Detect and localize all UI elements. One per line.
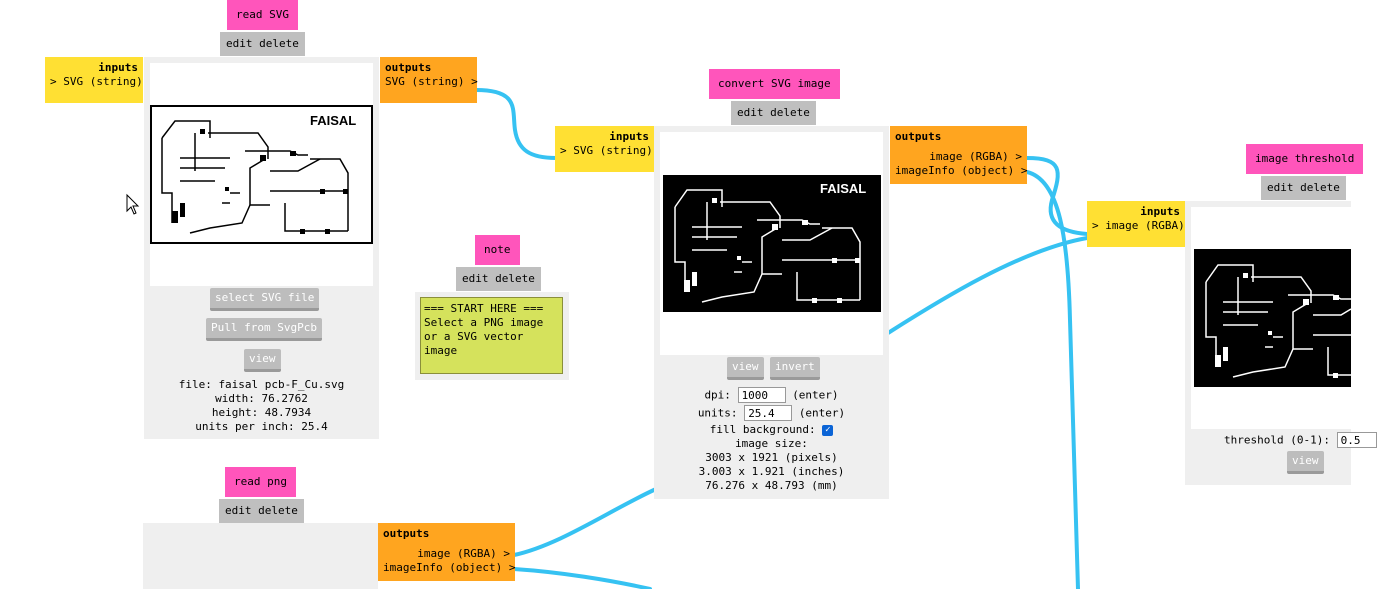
wire-png-image-to-convert [512, 487, 658, 557]
delete-button[interactable]: delete [770, 106, 810, 119]
image-threshold-title[interactable]: image threshold [1246, 144, 1364, 174]
delete-button[interactable]: delete [259, 37, 299, 50]
note-title[interactable]: note [475, 235, 520, 265]
units-row: units: (enter) [654, 405, 889, 423]
read-svg-title[interactable]: read SVG [227, 0, 298, 30]
note-text[interactable]: === START HERE === Select a PNG image or… [420, 297, 563, 374]
threshold-view-button[interactable]: view [1287, 451, 1324, 474]
edit-button[interactable]: edit [737, 106, 764, 119]
read-png-title[interactable]: read png [225, 467, 296, 497]
read-svg-edit-delete: edit delete [220, 32, 305, 56]
pull-from-svgpcb-button[interactable]: Pull from SvgPcb [206, 318, 322, 341]
svg-preview: FAISAL [150, 63, 373, 286]
convert-svg-edit-delete: edit delete [731, 101, 816, 125]
mouse-pointer-icon [126, 193, 140, 215]
threshold-input[interactable] [1336, 432, 1377, 448]
read-png-outputs: outputs image (RGBA) > imageInfo (object… [378, 523, 515, 581]
convert-svg-title[interactable]: convert SVG image [709, 69, 840, 99]
threshold-preview [1191, 207, 1352, 429]
input-port-image[interactable]: > image (RGBA) [1092, 219, 1185, 232]
pcb-label: FAISAL [820, 181, 866, 196]
pcb-label: FAISAL [310, 113, 356, 128]
select-svg-file-button[interactable]: select SVG file [210, 288, 320, 311]
fill-background-label: fill background: [709, 423, 816, 436]
threshold-edit-delete: edit delete [1261, 176, 1346, 200]
outputs-header: outputs [895, 130, 942, 143]
read-svg-outputs: outputs SVG (string) > [380, 57, 478, 103]
units-label: units: [697, 406, 738, 420]
output-port-image[interactable]: image (RGBA) > [417, 547, 510, 560]
pcb-preview-image: FAISAL [150, 105, 373, 244]
converted-image-preview: FAISAL [660, 132, 883, 355]
read-svg-file-info: file: faisal pcb-F_Cu.svg width: 76.2762… [144, 378, 379, 434]
pcb-raster-image: FAISAL [663, 175, 881, 312]
threshold-row: threshold (0-1): [1224, 432, 1377, 449]
image-size-inches: 3.003 x 1.921 (inches) [698, 465, 845, 478]
convert-settings: dpi: (enter) units: (enter) fill backgro… [654, 387, 889, 493]
wire-image-to-threshold [1025, 156, 1089, 236]
threshold-label: threshold (0-1): [1224, 433, 1330, 447]
convert-svg-inputs: inputs > SVG (string) [555, 126, 654, 172]
threshold-inputs: inputs > image (RGBA) [1087, 201, 1185, 247]
note-edit-delete: edit delete [456, 267, 541, 291]
edit-button[interactable]: edit [226, 37, 253, 50]
wire-png-to-threshold [886, 236, 1089, 335]
convert-svg-outputs: outputs image (RGBA) > imageInfo (object… [890, 126, 1027, 184]
read-png-edit-delete: edit delete [219, 499, 304, 523]
output-port-image[interactable]: image (RGBA) > [929, 150, 1022, 163]
units-input[interactable] [744, 405, 793, 421]
dpi-row: dpi: (enter) [654, 387, 889, 405]
output-port-imageinfo[interactable]: imageInfo (object) > [895, 164, 1028, 177]
inputs-header: inputs [609, 130, 649, 143]
image-size-mm: 76.276 x 48.793 (mm) [705, 479, 838, 492]
delete-button[interactable]: delete [495, 272, 535, 285]
delete-button[interactable]: delete [258, 504, 298, 517]
input-port-svg[interactable]: > SVG (string) [50, 75, 143, 88]
edit-button[interactable]: edit [225, 504, 252, 517]
inputs-header: inputs [98, 61, 138, 74]
dpi-input[interactable] [737, 387, 786, 403]
wire-svg-to-convert [474, 88, 558, 160]
outputs-header: outputs [385, 61, 432, 74]
edit-button[interactable]: edit [462, 272, 489, 285]
read-png-panel [143, 523, 378, 589]
output-port-svg[interactable]: SVG (string) > [385, 75, 478, 88]
wire-png-info-down [512, 567, 652, 589]
file-height: height: 48.7934 [211, 406, 312, 419]
units-enter-hint: (enter) [798, 406, 846, 420]
image-size-pixels: 3003 x 1921 (pixels) [705, 451, 838, 464]
convert-view-button[interactable]: view [727, 357, 764, 380]
delete-button[interactable]: delete [1300, 181, 1340, 194]
wire-imageinfo-down [1025, 170, 1080, 589]
file-name: file: faisal pcb-F_Cu.svg [178, 378, 345, 391]
invert-button[interactable]: invert [770, 357, 820, 380]
image-size-header: image size: [735, 437, 808, 450]
threshold-image [1194, 249, 1352, 387]
input-port-svg[interactable]: > SVG (string) [560, 144, 653, 157]
output-port-imageinfo[interactable]: imageInfo (object) > [383, 561, 516, 574]
fill-background-row: fill background: ✓ [654, 423, 889, 437]
dpi-enter-hint: (enter) [792, 388, 839, 402]
dpi-label: dpi: [704, 388, 731, 402]
outputs-header: outputs [383, 527, 430, 540]
read-svg-inputs: inputs > SVG (string) [45, 57, 143, 103]
edit-button[interactable]: edit [1267, 181, 1294, 194]
units-per-inch: units per inch: 25.4 [195, 420, 328, 433]
inputs-header: inputs [1140, 205, 1180, 218]
fill-background-checkbox[interactable]: ✓ [822, 424, 834, 436]
file-width: width: 76.2762 [215, 392, 308, 405]
read-svg-view-button[interactable]: view [244, 349, 281, 372]
